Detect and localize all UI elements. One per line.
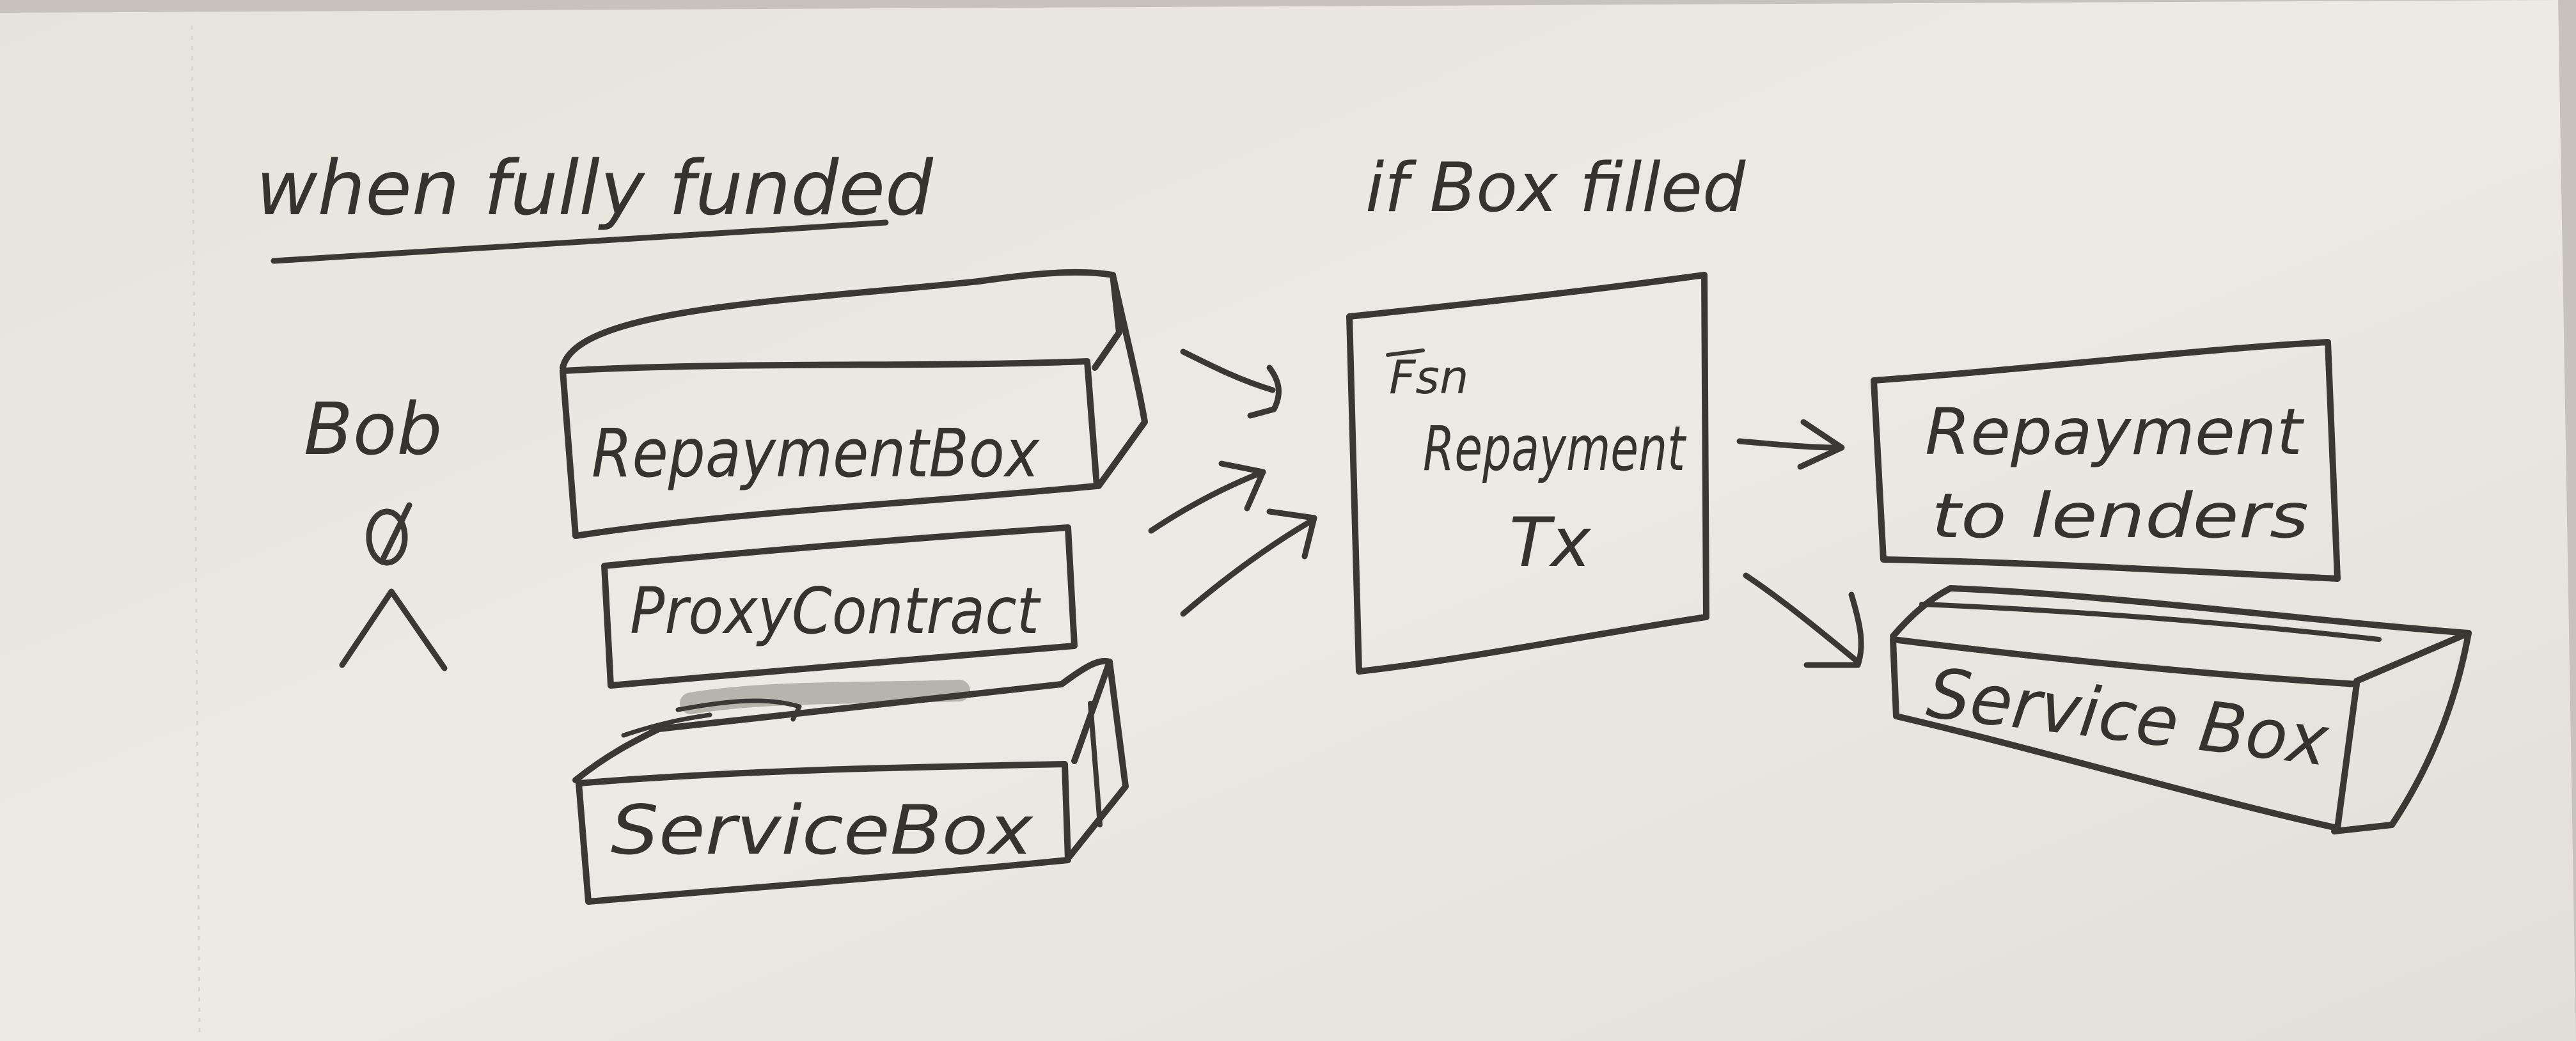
heading-underline [271, 219, 889, 264]
repayment-output-line1: Repayment [1925, 395, 2305, 469]
tx-scribble: Fsn [1389, 350, 1469, 404]
proxy-contract-label: ProxyContract [630, 574, 1041, 648]
arrow-icon-repayment-to-tx [1180, 348, 1282, 419]
arrow-icon-proxy-to-tx [1148, 460, 1266, 534]
condition-text: if Box filled [1365, 148, 1746, 227]
repayment-output-line2: to lenders [1931, 480, 2309, 552]
repayment-box-label: RepaymentBox [592, 414, 1040, 492]
arrow-icon-tx-to-repayment [1736, 419, 1845, 470]
arrow-icon-service-to-tx [1180, 508, 1317, 617]
actor-label: Bob [304, 388, 442, 471]
repayment-box-input: RepaymentBox [560, 269, 1148, 539]
service-box-input: ServiceBox [572, 657, 1129, 905]
tx-label-line2: Tx [1509, 503, 1592, 582]
paper-perforation [191, 25, 201, 1037]
arrow-icon-tx-to-service-box [1743, 572, 1864, 668]
proxy-contract-input: ProxyContract [601, 524, 1078, 689]
repayment-tx-box: Fsn Repayment Tx [1346, 272, 1709, 675]
repayment-to-lenders-output: Repayment to lenders [1871, 339, 2341, 582]
heading-text: when fully funded [256, 144, 934, 232]
service-box-label: ServiceBox [611, 791, 1033, 870]
tx-label-line1: Repayment [1423, 413, 1686, 485]
person-icon [339, 502, 448, 671]
crossed-out-scribble [621, 680, 970, 738]
